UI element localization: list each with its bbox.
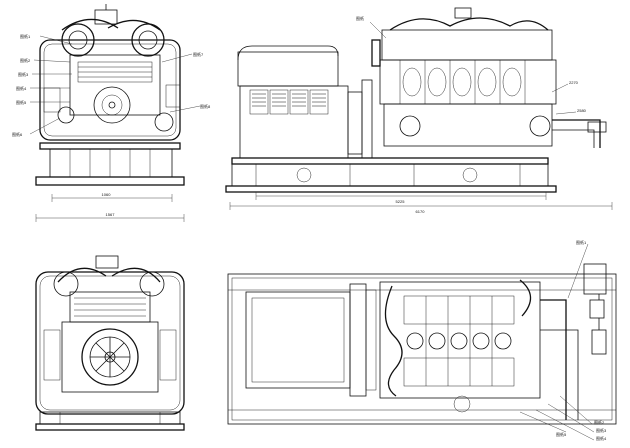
- front-end-view: [29, 4, 201, 222]
- front-callout-6: 图纸6: [12, 131, 23, 137]
- plan-callout-5: 图纸5: [556, 431, 567, 437]
- front-callout-5: 图纸5: [16, 99, 27, 105]
- front-callout-2: 图纸2: [20, 57, 31, 63]
- front-dim-outer: 1567: [106, 212, 116, 217]
- front-callout-4: 图纸4: [16, 85, 27, 91]
- side-view: [225, 7, 613, 210]
- side-callout-3: 2580: [577, 108, 587, 113]
- side-callout-1: 图纸: [356, 15, 364, 21]
- front-dim-inner: 1060: [102, 192, 112, 197]
- plan-view: [227, 243, 617, 441]
- rear-end-view: [35, 255, 185, 431]
- front-callout-7: 图纸7: [193, 51, 204, 57]
- plan-callout-4: 图纸4: [596, 435, 607, 441]
- plan-callout-3: 图纸3: [596, 427, 607, 433]
- side-dim-outer: 6170: [416, 209, 426, 214]
- plan-callout-1: 图纸1: [576, 239, 587, 245]
- front-callout-8: 图纸8: [200, 103, 211, 109]
- side-callout-2: 2270: [569, 80, 579, 85]
- plan-callout-2: 图纸2: [594, 419, 605, 425]
- front-callout-3: 图纸3: [18, 71, 29, 77]
- front-callout-1: 图纸1: [20, 33, 31, 39]
- side-dim-inner: 5225: [396, 199, 406, 204]
